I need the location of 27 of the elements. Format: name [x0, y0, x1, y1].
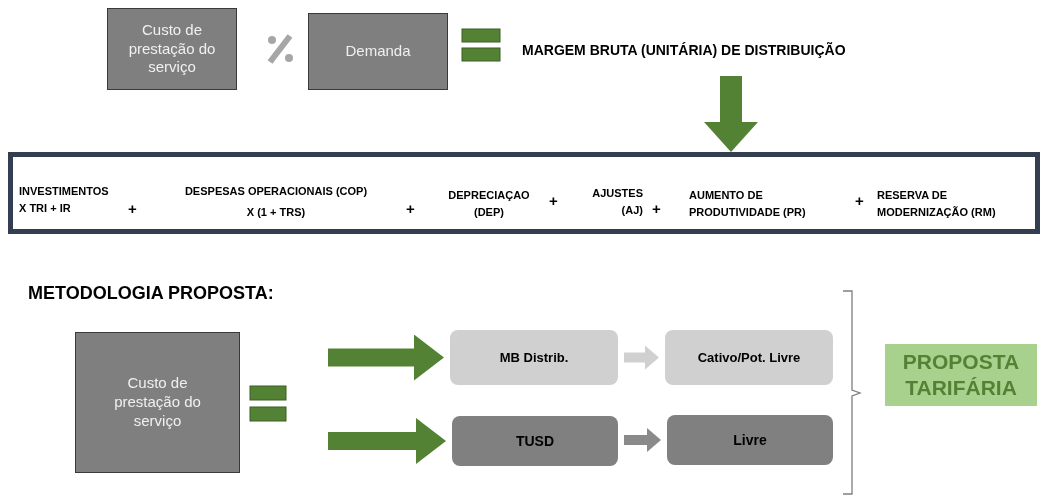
process-box: MB Distrib. — [450, 330, 618, 385]
formula-band — [8, 152, 1040, 234]
result-box: PROPOSTA TARIFÁRIA — [885, 344, 1037, 406]
plus-sign: + — [549, 191, 558, 211]
block-arrow — [328, 334, 444, 381]
section-heading: METODOLOGIA PROPOSTA: — [28, 282, 274, 305]
block-arrow — [704, 76, 758, 152]
formula-term: RESERVA DE MODERNIZAÇÃO (RM) — [877, 187, 1027, 227]
process-box: Cativo/Pot. Livre — [665, 330, 833, 385]
formula-term: DEPRECIAÇAO (DEP) — [433, 187, 545, 227]
process-box: Demanda — [308, 13, 448, 90]
formula-term: AJUSTES (AJ) — [575, 185, 643, 225]
process-box: Livre — [667, 415, 833, 465]
process-box: TUSD — [452, 416, 618, 466]
result-text: MARGEM BRUTA (UNITÁRIA) DE DISTRIBUIÇÃO — [522, 38, 932, 62]
process-box: Custo de prestação do serviço — [107, 8, 237, 90]
block-arrow — [328, 418, 446, 464]
formula-term: DESPESAS OPERACIONAIS (COP) X (1 + TRS) — [171, 183, 381, 233]
process-box: Custo de prestação do serviço — [75, 332, 240, 473]
plus-sign: + — [406, 199, 415, 219]
block-arrow — [624, 428, 661, 452]
plus-sign: + — [855, 191, 864, 211]
formula-term: INVESTIMENTOS X TRI + IR — [19, 183, 115, 223]
formula-term: AUMENTO DE PRODUTIVIDADE (PR) — [689, 187, 849, 227]
block-arrow — [624, 345, 659, 370]
plus-sign: + — [652, 199, 661, 219]
plus-sign: + — [128, 199, 137, 219]
